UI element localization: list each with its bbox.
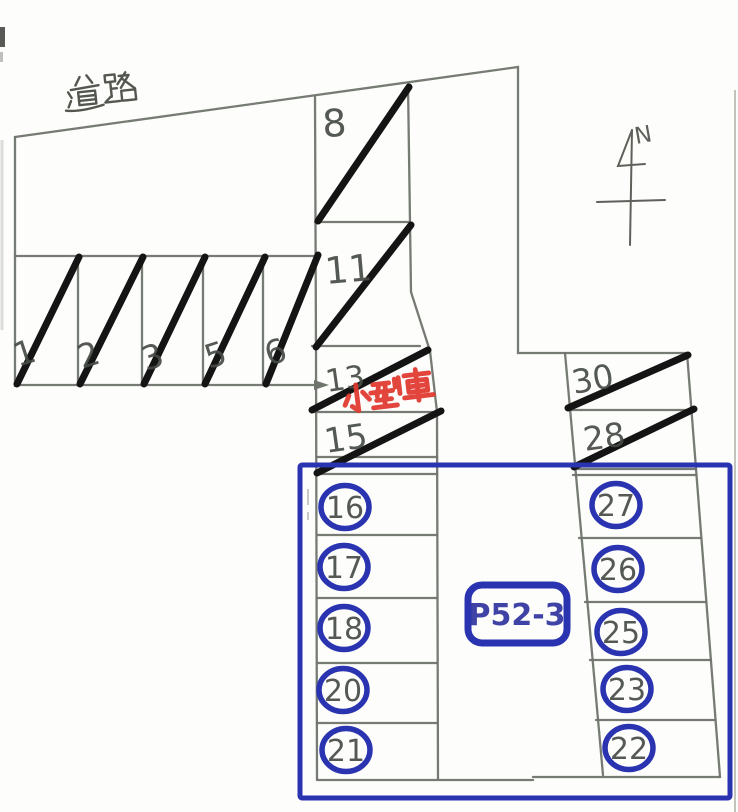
lot-outline: [13, 65, 722, 782]
north-label: N: [633, 121, 654, 150]
space-11-crossout: [312, 221, 415, 351]
road-label: 道路: [64, 71, 138, 113]
space-15-number: 15: [322, 416, 370, 462]
space-18-number: 18: [325, 612, 363, 647]
space-16-number: 16: [326, 491, 364, 526]
space-22-number: 22: [610, 732, 648, 767]
space-8-number: 8: [321, 101, 347, 146]
space-23-number: 23: [608, 673, 646, 708]
space-21-circle: [319, 725, 373, 775]
highlight-rectangle: [297, 462, 733, 801]
small-car-note: 小型車: [342, 367, 436, 414]
top-boundary-line: [13, 65, 689, 355]
space-20-circle: [316, 665, 370, 715]
space-30-crossout: [564, 351, 692, 412]
space-25-number: 25: [602, 616, 640, 651]
space-16-circle: [318, 482, 372, 532]
space-21-number: 21: [327, 734, 365, 769]
space-6-crossout: [262, 251, 322, 388]
space-28-number: 28: [581, 414, 628, 458]
north-arrow-crossbar: [596, 199, 666, 203]
space-13-crossout: [308, 346, 432, 414]
space-28-crossout: [570, 405, 698, 471]
space-13-number: 13: [323, 359, 367, 400]
badge-p52-3: P52-3: [464, 581, 571, 647]
arrowhead: [314, 380, 329, 390]
space-27-circle: [589, 480, 643, 530]
space-17-circle: [317, 542, 371, 592]
space-27-number: 27: [597, 489, 635, 524]
space-5-crossout: [201, 253, 269, 388]
scan-artifacts: [0, 27, 736, 812]
badge-label: P52-3: [468, 598, 565, 633]
badge-border: [464, 581, 571, 647]
north-arrow-flag: [616, 129, 646, 168]
space-26-number: 26: [599, 553, 637, 588]
right-column-right-edge: [685, 351, 722, 779]
space-1-crossout: [13, 253, 83, 388]
north-arrow-shaft: [629, 129, 633, 246]
highlight-region: 16 17 18 20 21 27 26 25 23 22 P52-3: [297, 462, 733, 801]
space-23-circle: [600, 664, 654, 714]
space-26-circle: [591, 544, 645, 594]
space-30-number: 30: [569, 356, 617, 402]
space-3-crossout: [140, 253, 209, 388]
space-25-circle: [594, 607, 648, 657]
space-18-circle: [317, 603, 371, 653]
right-column-left-edge: [563, 351, 605, 777]
space-11-number: 11: [323, 246, 374, 293]
space-17-number: 17: [325, 551, 363, 586]
space-8-crossout: [314, 83, 413, 225]
space-2-crossout: [76, 253, 147, 388]
space-20-number: 20: [324, 674, 362, 709]
space-22-circle: [602, 723, 656, 773]
north-arrow: N: [596, 121, 666, 246]
